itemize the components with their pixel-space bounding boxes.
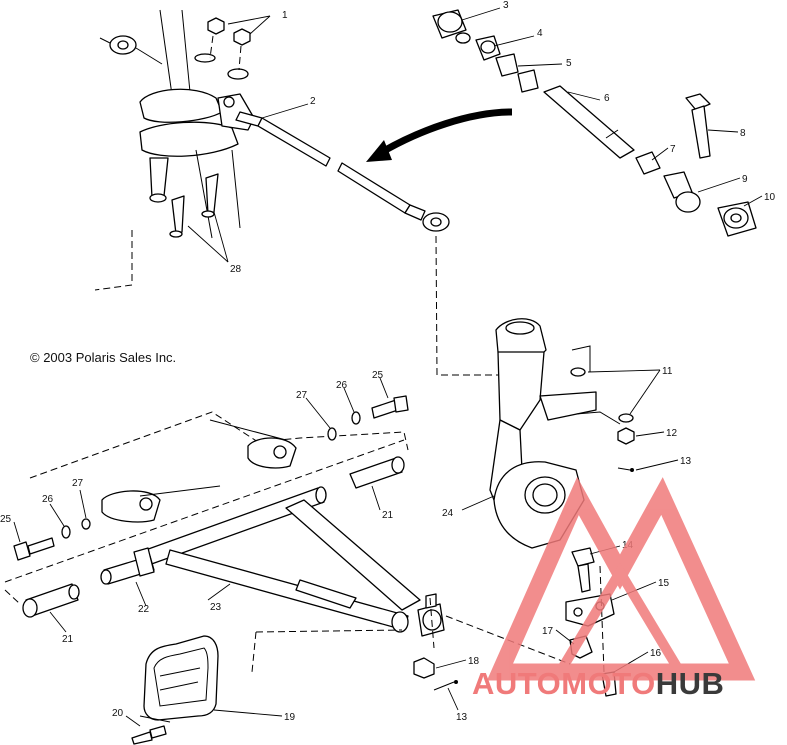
callout-9: 9 bbox=[742, 174, 748, 185]
hardware-right-bolt bbox=[327, 395, 409, 441]
callout-6: 6 bbox=[604, 93, 610, 104]
frame-bracket bbox=[4, 411, 409, 583]
watermark-logo bbox=[486, 476, 756, 681]
bolts-28 bbox=[169, 173, 219, 238]
lower-a-arm bbox=[139, 486, 445, 637]
watermark-text: AUTOMOTOHUB bbox=[472, 666, 724, 701]
nut-washer-1 bbox=[194, 17, 251, 80]
hardware-left-bolt bbox=[13, 518, 91, 561]
callout-17: 17 bbox=[542, 626, 554, 637]
callout-12: 12 bbox=[666, 428, 678, 439]
callout-25-right: 25 bbox=[372, 370, 384, 381]
callout-18: 18 bbox=[468, 656, 480, 667]
callout-11: 11 bbox=[662, 366, 673, 377]
steering-knuckle bbox=[489, 318, 621, 549]
tie-rod-end-top bbox=[99, 35, 163, 65]
callout-1: 1 bbox=[282, 10, 288, 21]
callout-2: 2 bbox=[310, 96, 316, 107]
callout-26-right: 26 bbox=[336, 380, 348, 391]
callout-3: 3 bbox=[503, 0, 509, 11]
callout-13-lower: 13 bbox=[456, 712, 468, 723]
callout-24: 24 bbox=[442, 508, 454, 519]
callout-22: 22 bbox=[138, 604, 150, 615]
callout-25-left: 25 bbox=[0, 514, 12, 525]
callout-20: 20 bbox=[112, 708, 124, 719]
callout-19: 19 bbox=[284, 712, 296, 723]
callout-27-right: 27 bbox=[296, 390, 308, 401]
steering-post bbox=[94, 9, 241, 291]
knuckle-hardware bbox=[570, 367, 635, 472]
direction-arrow bbox=[366, 108, 513, 162]
tie-rod-assembly bbox=[235, 111, 498, 376]
watermark-word-part1: AUTOMOTO bbox=[472, 666, 656, 701]
callout-27-left: 27 bbox=[72, 478, 84, 489]
pitman-arm bbox=[217, 93, 255, 131]
callout-labels: 1 2 3 4 5 6 7 8 9 10 11 12 13 13 14 15 1… bbox=[0, 0, 776, 723]
callout-5: 5 bbox=[566, 58, 572, 69]
bushing-21-left bbox=[4, 583, 80, 618]
callout-23: 23 bbox=[210, 602, 222, 613]
callout-16: 16 bbox=[650, 648, 662, 659]
callout-15: 15 bbox=[658, 578, 670, 589]
skid-plate bbox=[131, 629, 403, 745]
callout-10: 10 bbox=[764, 192, 776, 203]
callout-21-left: 21 bbox=[62, 634, 74, 645]
bushing-tube-22 bbox=[100, 547, 155, 585]
watermark-word-part2: HUB bbox=[656, 666, 725, 701]
callout-4: 4 bbox=[537, 28, 543, 39]
callout-26-left: 26 bbox=[42, 494, 54, 505]
upper-bushing-row bbox=[432, 9, 757, 237]
callout-21-right: 21 bbox=[382, 510, 394, 521]
copyright-notice: © 2003 Polaris Sales Inc. bbox=[30, 350, 176, 365]
bushing-21-right bbox=[349, 456, 405, 489]
bolt-8 bbox=[685, 93, 711, 159]
callout-28: 28 bbox=[230, 264, 242, 275]
callout-7: 7 bbox=[670, 144, 676, 155]
callout-8: 8 bbox=[740, 128, 746, 139]
callout-13-upper: 13 bbox=[680, 456, 692, 467]
